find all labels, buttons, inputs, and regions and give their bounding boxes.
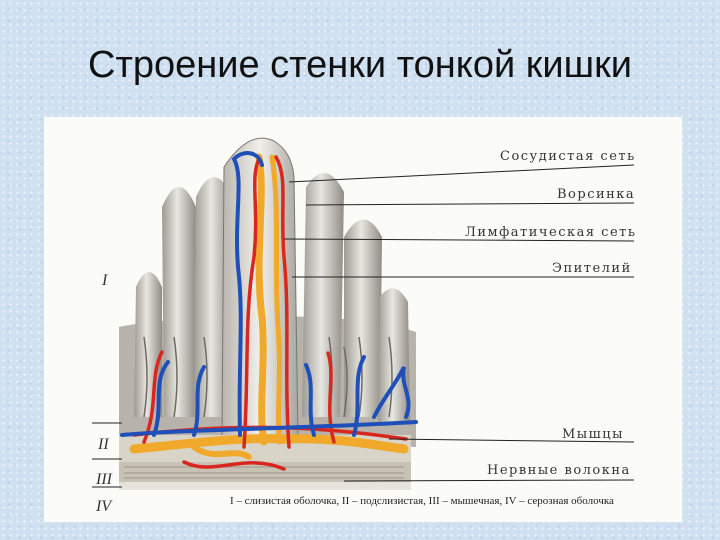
label-lymphatic-network: Лимфатическая сеть (465, 225, 637, 240)
layer-numeral-IV: IV (96, 498, 112, 515)
background-villus (162, 187, 196, 417)
layer-numeral-III: III (96, 471, 112, 488)
label-epithelium: Эпителий (552, 261, 632, 276)
slide-title: Строение стенки тонкой кишки (88, 44, 632, 86)
serosa-layer (119, 482, 411, 490)
layer-numeral-II: II (98, 436, 109, 453)
veins (120, 151, 418, 437)
lymphatic-vessels (129, 153, 409, 460)
crypts (143, 336, 393, 418)
intestine-wall-figure: I II III IV Сосудистая сеть Ворсинка Лим… (44, 117, 682, 522)
intestine-illustration (119, 137, 418, 490)
label-villus: Ворсинка (557, 187, 636, 202)
label-vascular-network: Сосудистая сеть (500, 149, 636, 164)
label-muscles: Мышцы (562, 427, 624, 442)
background-villus (302, 173, 344, 417)
background-villus (378, 288, 410, 422)
figure-caption: I – слизистая оболочка, II – подслизиста… (230, 495, 614, 507)
background-villus (344, 219, 382, 417)
label-nerve-fibers: Нервные волокна (487, 463, 631, 478)
layer-numeral-I: I (102, 272, 108, 289)
